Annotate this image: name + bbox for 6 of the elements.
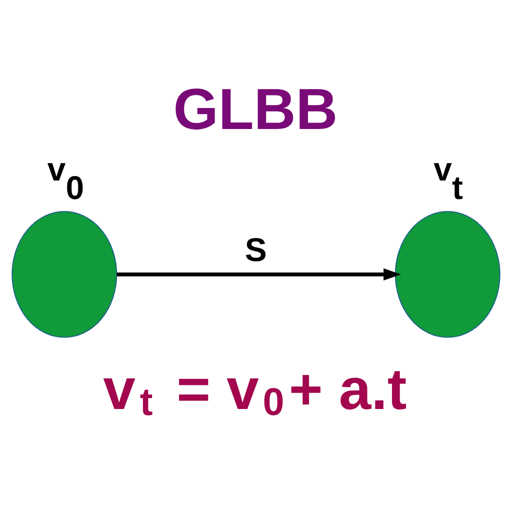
label: vt = v0+ a.t bbox=[103, 356, 407, 424]
arrow bbox=[116, 268, 402, 280]
node-circle bbox=[394, 210, 500, 338]
node-circle bbox=[12, 210, 118, 338]
edge-label: S bbox=[244, 230, 267, 268]
diagram-title: GLBB bbox=[173, 76, 338, 142]
